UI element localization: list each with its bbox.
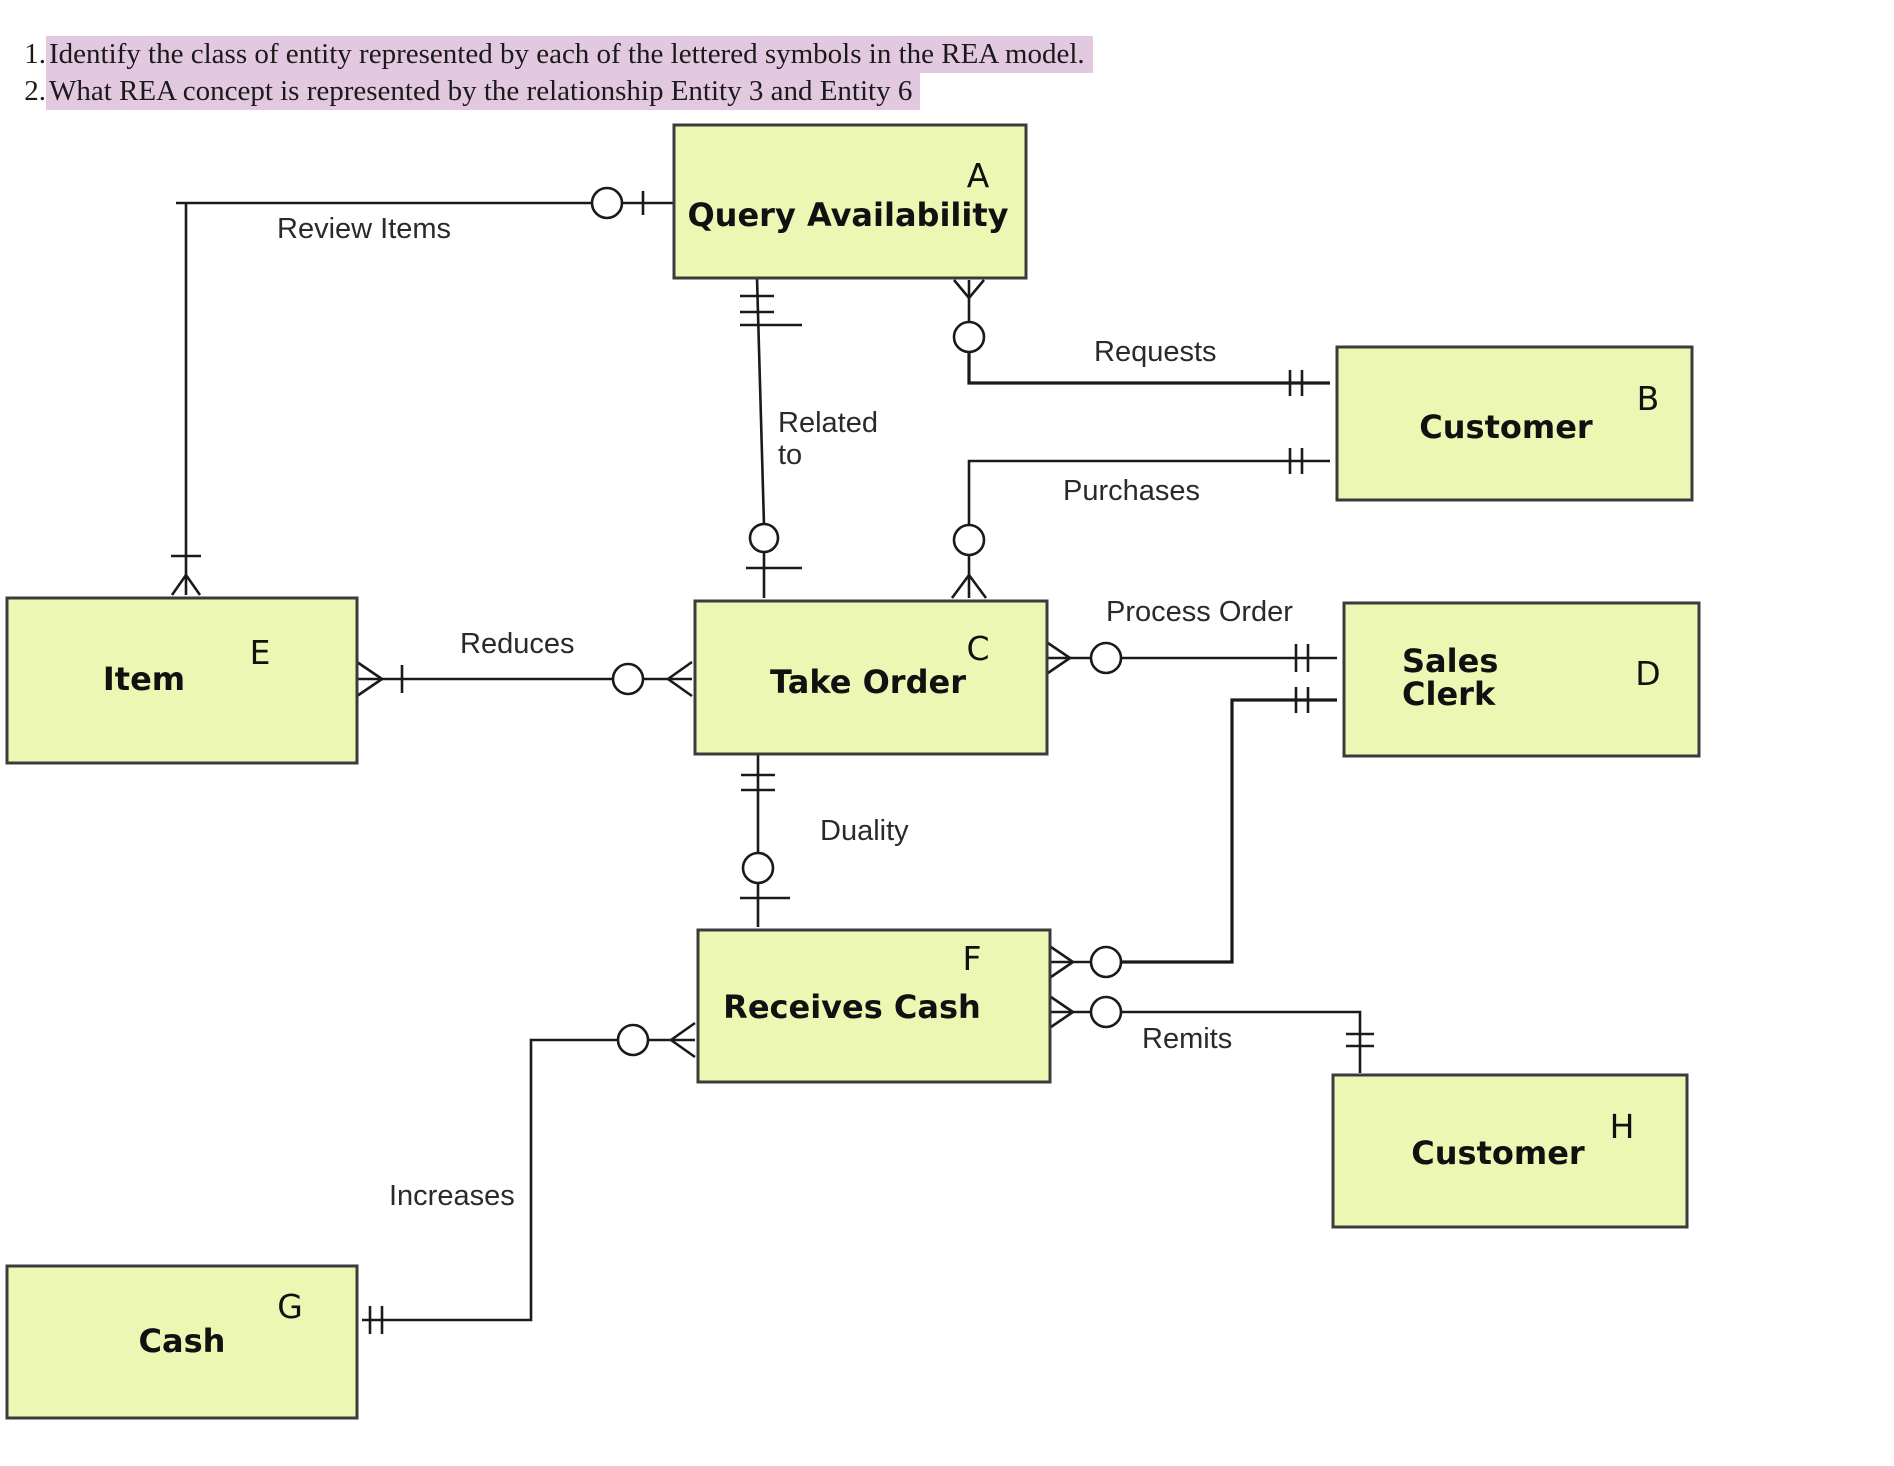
entity-box — [5, 596, 359, 765]
relationship-label-duality: Duality — [820, 815, 909, 847]
zero-optionality-icon — [952, 523, 986, 557]
question-1-number: 1. — [24, 38, 46, 70]
entity-box — [1342, 601, 1701, 758]
entity-name-line-1: Sales — [1402, 642, 1498, 680]
crows-foot-icon — [356, 660, 385, 698]
entity-item: E Item — [5, 596, 359, 765]
crows-foot-icon — [953, 279, 985, 301]
relationship-label-review-items: Review Items — [277, 213, 451, 245]
zero-optionality-icon — [1089, 945, 1123, 979]
entity-letter: C — [966, 629, 989, 668]
relationship-label-increases: Increases — [389, 1180, 515, 1212]
entity-name: Take Order — [770, 663, 966, 701]
question-1-text: Identify the class of entity represented… — [46, 36, 1093, 73]
entities: A Query Availability B Customer C Take O… — [5, 123, 1701, 1420]
crows-foot-icon — [170, 572, 202, 596]
entity-letter: B — [1637, 379, 1660, 418]
crows-foot-icon — [665, 660, 693, 698]
entity-take-order: C Take Order — [693, 599, 1049, 756]
entity-name: Customer — [1411, 1134, 1585, 1172]
question-2-number: 2. — [24, 75, 46, 107]
entity-sales-clerk: D Sales Clerk — [1342, 601, 1701, 758]
zero-optionality-icon — [611, 662, 645, 696]
entity-letter: F — [963, 939, 982, 978]
zero-optionality-icon — [616, 1023, 650, 1057]
question-2-text: What REA concept is represented by the r… — [46, 73, 921, 110]
question-1: 1.Identify the class of entity represent… — [0, 36, 1093, 73]
entity-letter: A — [967, 156, 990, 195]
zero-optionality-icon — [1089, 641, 1123, 675]
requests-line — [967, 352, 1330, 385]
entity-letter: D — [1635, 654, 1660, 693]
receives-cash-sales-clerk-line — [1121, 698, 1337, 964]
zero-optionality-icon — [1089, 995, 1123, 1029]
crows-foot-icon — [1047, 993, 1076, 1031]
entity-letter: E — [250, 633, 271, 672]
relationship-label-related-to-line-1: Related — [778, 407, 878, 439]
relationship-label-requests: Requests — [1094, 336, 1217, 368]
entity-receives-cash: F Receives Cash — [696, 928, 1052, 1084]
entity-box — [693, 599, 1049, 756]
entity-box — [5, 1264, 359, 1420]
entity-letter: G — [277, 1287, 303, 1326]
relationship-label-reduces: Reduces — [460, 628, 574, 660]
relationship-label-process-order: Process Order — [1106, 596, 1293, 628]
entity-box — [1335, 345, 1694, 502]
remits-line — [1121, 1010, 1362, 1073]
entity-name-line-2: Clerk — [1402, 675, 1496, 713]
cardinality-symbols — [170, 186, 1374, 1334]
entity-name: Receives Cash — [723, 988, 981, 1026]
purchases-line — [967, 459, 1330, 525]
zero-optionality-icon — [741, 851, 775, 885]
zero-optionality-icon — [748, 522, 780, 554]
increases-line — [362, 1038, 617, 1322]
zero-optionality-icon — [952, 320, 986, 354]
question-2: 2.What REA concept is represented by the… — [0, 73, 1093, 110]
relationship-labels: Review Items Requests Related to Purchas… — [277, 213, 1293, 1212]
crows-foot-icon — [668, 1021, 696, 1059]
entity-name: Cash — [139, 1322, 226, 1360]
entity-box — [672, 123, 1028, 280]
crows-foot-icon — [1044, 639, 1073, 677]
zero-optionality-icon — [590, 186, 624, 220]
entity-customer-h: H Customer — [1331, 1073, 1689, 1229]
entity-cash: G Cash — [5, 1264, 359, 1420]
entity-query-availability: A Query Availability — [672, 123, 1028, 280]
crows-foot-icon — [950, 572, 988, 599]
entity-name: Customer — [1419, 408, 1593, 446]
related-to-line — [755, 277, 766, 526]
relationship-label-purchases: Purchases — [1063, 475, 1200, 507]
question-list: 1.Identify the class of entity represent… — [0, 36, 1093, 110]
relationship-lines — [176, 201, 1362, 1322]
entity-customer-b: B Customer — [1335, 345, 1694, 502]
crows-foot-icon — [1047, 943, 1076, 981]
entity-box — [1331, 1073, 1689, 1229]
entity-box — [696, 928, 1052, 1084]
entity-letter: H — [1610, 1107, 1635, 1146]
relationship-label-remits: Remits — [1142, 1023, 1232, 1055]
relationship-label-related-to-line-2: to — [778, 439, 802, 471]
entity-name: Item — [103, 660, 185, 698]
entity-name: Query Availability — [687, 196, 1008, 234]
